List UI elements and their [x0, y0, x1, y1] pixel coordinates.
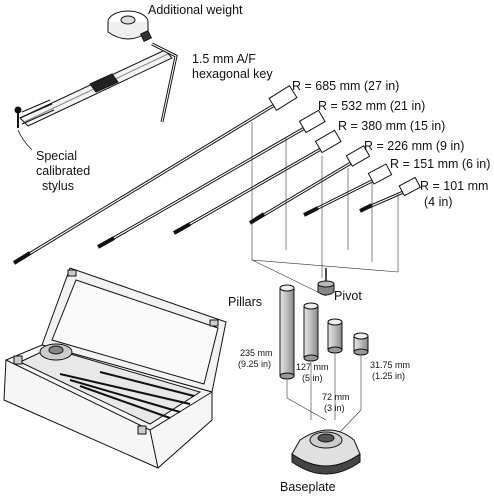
label-hex-key-line1: 1.5 mm A/F: [192, 52, 256, 66]
arm-226: [248, 145, 371, 225]
arm-151: [303, 163, 393, 217]
arm-685: [12, 85, 298, 265]
label-pillars: Pillars: [228, 295, 262, 309]
label-arm-380: R = 380 mm (15 in): [338, 119, 445, 133]
label-stylus-line2: calibrated: [36, 164, 90, 178]
label-pillar-31-line1: 31.75 mm: [370, 360, 410, 370]
pivot: [317, 268, 335, 296]
label-pillar-72-line1: 72 mm: [322, 392, 350, 402]
pillar-127: [303, 302, 319, 362]
label-pillar-72-line2: (3 in): [324, 403, 345, 413]
label-pillar-31-line2: (1.25 in): [372, 371, 405, 381]
label-pillar-127-line2: (5 in): [302, 373, 323, 383]
arm-set: [12, 85, 421, 265]
pillar-31: [353, 332, 369, 356]
label-arm-151: R = 151 mm (6 in): [390, 157, 490, 171]
labels: Additional weight 1.5 mm A/F hexagonal k…: [36, 3, 490, 494]
pillar-leader-lines: [286, 354, 362, 433]
label-hex-key-line2: hexagonal key: [192, 67, 273, 81]
label-pillar-235-line1: 235 mm: [240, 348, 273, 358]
label-stylus-line1: Special: [36, 149, 77, 163]
arm-leader-lines: [251, 122, 399, 297]
label-arm-685: R = 685 mm (27 in): [292, 79, 399, 93]
arm-532: [97, 109, 326, 249]
baseplate: [291, 429, 361, 475]
label-baseplate: Baseplate: [280, 480, 336, 494]
label-pillar-127-line1: 127 mm: [296, 362, 329, 372]
arm-101: [359, 176, 421, 213]
arm-380: [173, 129, 342, 235]
label-stylus-line3: stylus: [42, 179, 74, 193]
pillar-72: [327, 318, 343, 354]
carrying-case: [3, 267, 227, 469]
label-arm-532: R = 532 mm (21 in): [318, 99, 425, 113]
label-arm-101-line1: R = 101 mm: [420, 179, 488, 193]
label-pivot: Pivot: [334, 289, 362, 303]
label-pillar-235-line2: (9.25 in): [238, 359, 271, 369]
label-arm-226: R = 226 mm (9 in): [364, 139, 464, 153]
stylus-assembly: [14, 10, 178, 151]
pillar-set: [279, 284, 369, 380]
label-arm-101-line2: (4 in): [424, 195, 452, 209]
label-additional-weight: Additional weight: [148, 3, 243, 17]
pillar-235: [279, 284, 295, 380]
